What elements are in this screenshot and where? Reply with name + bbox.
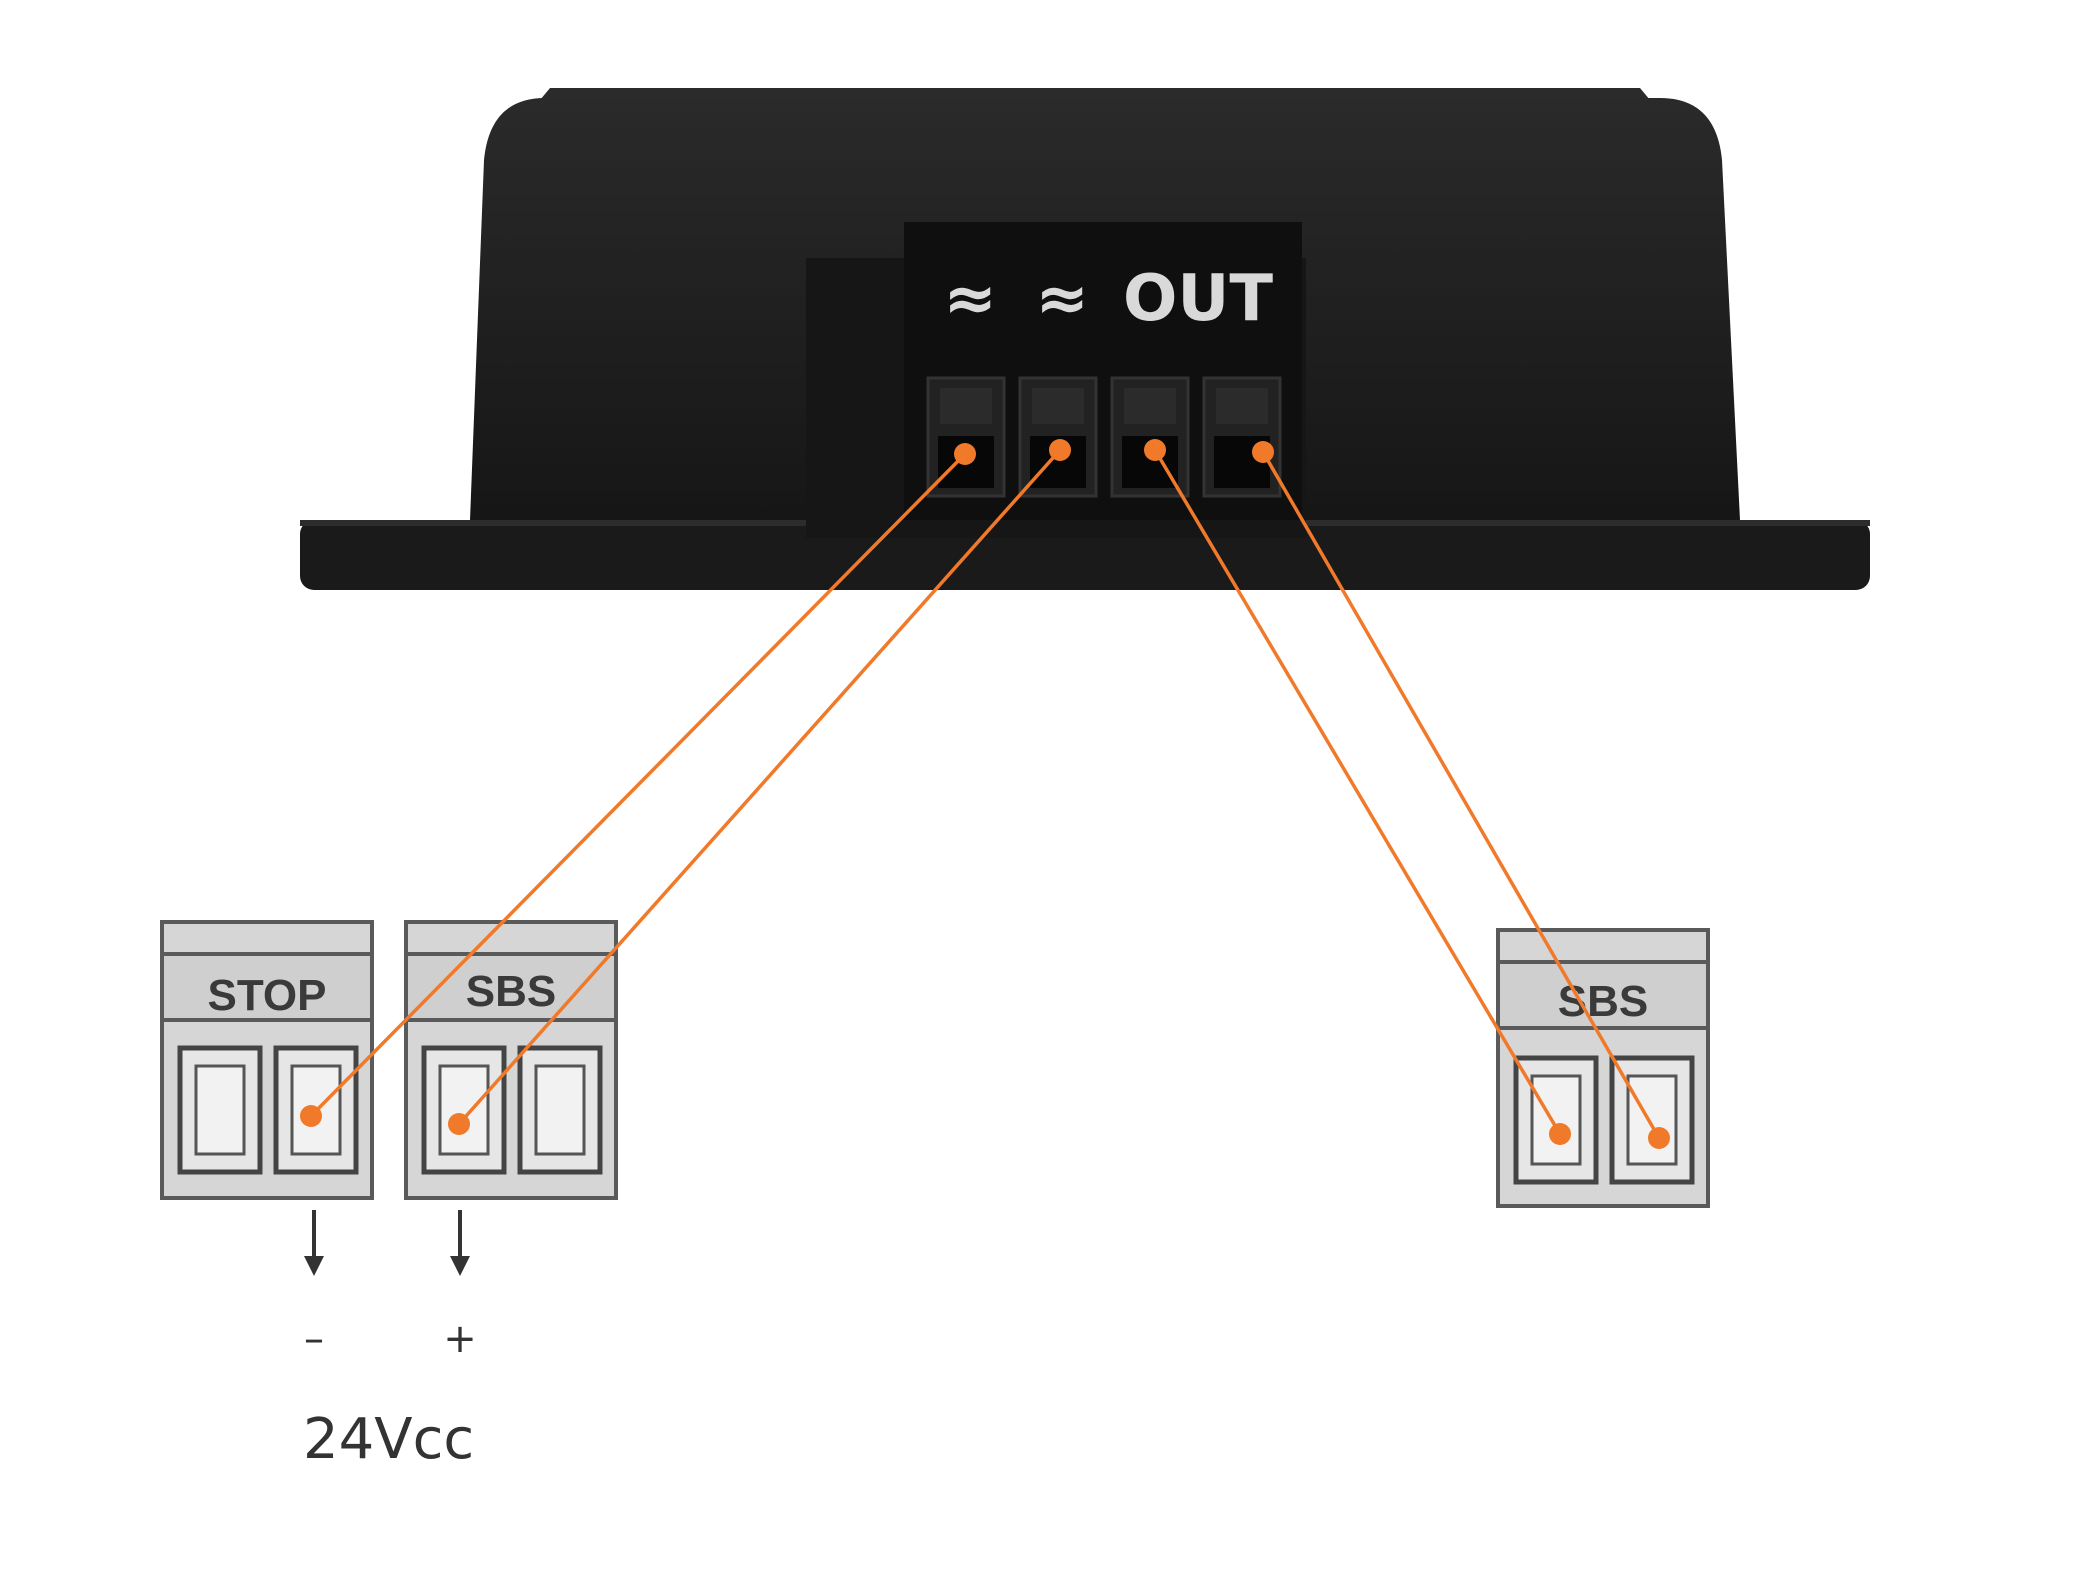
wire-ac2-to-sbs-left: [448, 439, 1071, 1135]
terminal-slot-2: [1018, 376, 1098, 498]
wires: [300, 439, 1670, 1149]
plus-label: +: [443, 1316, 477, 1362]
wire-end-dot: [1252, 441, 1274, 463]
wire-end-dot: [448, 1113, 470, 1135]
housing-flange: [300, 520, 1870, 590]
plus-arrow: [450, 1210, 470, 1276]
sbs-left-terminal-1: [421, 1045, 507, 1175]
sbs-right-block-label: SBS: [1558, 977, 1648, 1026]
stop-block-label: STOP: [207, 971, 326, 1020]
stop-terminal-block: STOP: [160, 920, 374, 1200]
minus-arrow: [304, 1210, 324, 1276]
wire-out2-to-sbs-right: [1252, 441, 1670, 1149]
sbs-left-block-label: SBS: [466, 967, 556, 1016]
power-annotations: – + 24Vcc: [303, 1210, 477, 1472]
housing-lid-edge: [540, 88, 1650, 100]
wire-end-dot: [1049, 439, 1071, 461]
wire-end-dot: [1648, 1127, 1670, 1149]
terminal-slots: [926, 376, 1282, 498]
voltage-label: 24Vcc: [303, 1407, 474, 1472]
wire-end-dot: [300, 1105, 322, 1127]
stop-terminal-1: [177, 1045, 263, 1175]
terminal-label-ac2: ≈: [1035, 262, 1089, 336]
sbs-right-terminal-1: [1513, 1055, 1599, 1185]
sbs-terminal-block-left: SBS: [404, 920, 618, 1200]
wire-end-dot: [1549, 1123, 1571, 1145]
minus-label: –: [304, 1316, 324, 1362]
wire-out1-to-sbs-right: [1144, 439, 1571, 1145]
device-terminal-block: ≈ ≈ OUT: [806, 222, 1306, 538]
sbs-left-terminal-2: [517, 1045, 603, 1175]
sbs-terminal-block-right: SBS: [1496, 928, 1710, 1208]
sbs-right-terminal-2: [1609, 1055, 1695, 1185]
terminal-slot-3: [1110, 376, 1190, 498]
terminal-label-ac1: ≈: [943, 262, 997, 336]
terminal-label-out: OUT: [1123, 262, 1273, 336]
terminal-slot-4: [1202, 376, 1282, 498]
wire-end-dot: [954, 443, 976, 465]
wire-end-dot: [1144, 439, 1166, 461]
wire-ac1-to-stop: [300, 443, 976, 1127]
